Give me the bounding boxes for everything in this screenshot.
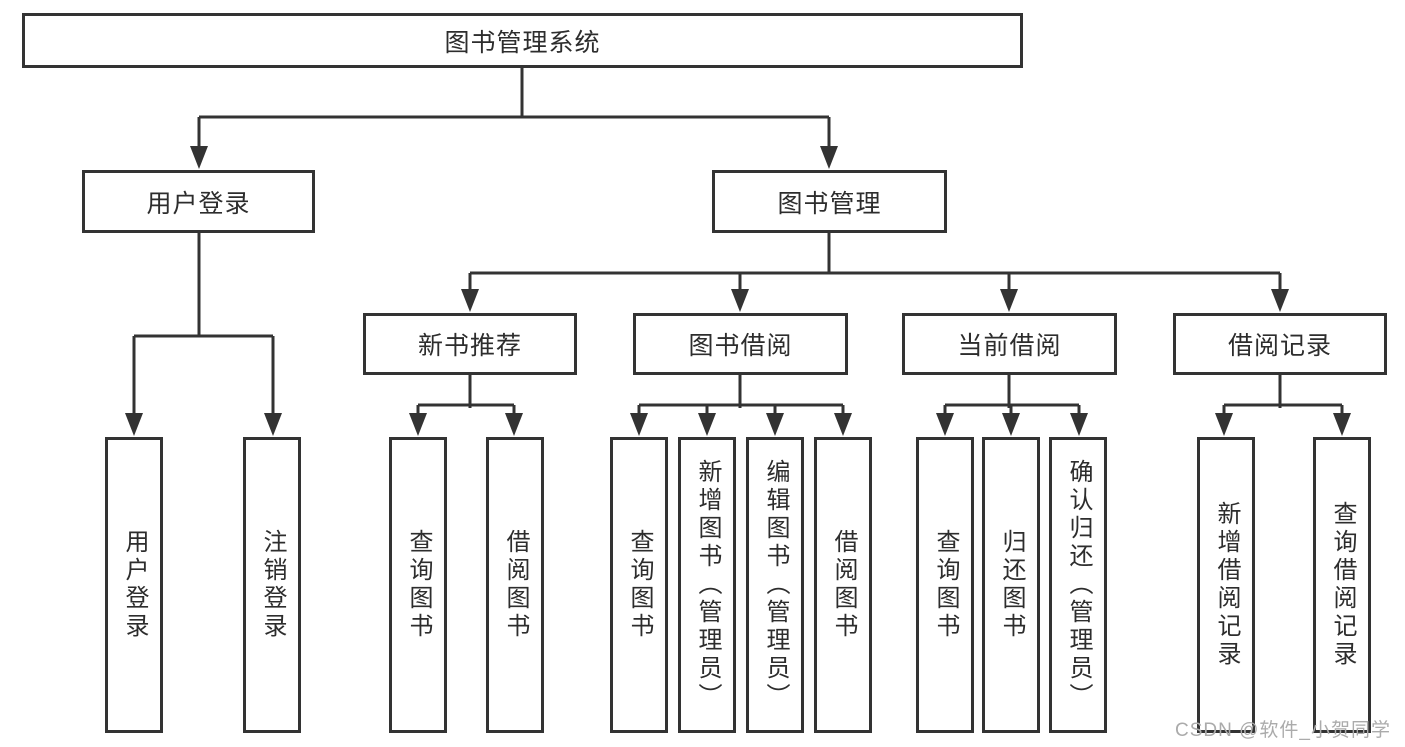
leaf-query-books-borrow-label: 查询图书 — [626, 529, 653, 641]
leaf-query-books-current-label: 查询图书 — [932, 529, 959, 641]
node-new-book-recommend-label: 新书推荐 — [417, 332, 522, 360]
node-root: 图书管理系统 — [22, 13, 1023, 68]
node-new-book-recommend: 新书推荐 — [363, 313, 577, 375]
node-root-label: 图书管理系统 — [444, 28, 601, 57]
leaf-add-books-admin-label: 新增图书（管理员） — [694, 459, 721, 711]
node-current-borrowing-label: 当前借阅 — [957, 332, 1062, 360]
node-user-login-label: 用户登录 — [146, 189, 251, 218]
leaf-query-books-recommend-label: 查询图书 — [405, 529, 432, 641]
leaf-query-borrow-record: 查询借阅记录 — [1313, 437, 1371, 733]
leaf-edit-books-admin: 编辑图书（管理员） — [746, 437, 804, 733]
node-borrowing-records: 借阅记录 — [1173, 313, 1387, 375]
node-current-borrowing: 当前借阅 — [902, 313, 1117, 375]
leaf-confirm-return-admin: 确认归还（管理员） — [1049, 437, 1107, 733]
leaf-add-books-admin: 新增图书（管理员） — [678, 437, 736, 733]
leaf-query-books-current: 查询图书 — [916, 437, 974, 733]
leaf-query-books-borrow: 查询图书 — [610, 437, 668, 733]
leaf-return-books: 归还图书 — [982, 437, 1040, 733]
leaf-return-books-label: 归还图书 — [998, 529, 1025, 641]
leaf-borrow-books-recommend-label: 借阅图书 — [502, 529, 529, 641]
node-book-management-label: 图书管理 — [777, 189, 882, 218]
leaf-edit-books-admin-label: 编辑图书（管理员） — [762, 459, 789, 711]
leaf-logout-label: 注销登录 — [259, 529, 286, 641]
leaf-confirm-return-admin-label: 确认归还（管理员） — [1065, 459, 1092, 711]
csdn-watermark: CSDN @软件_小贺同学 — [1175, 720, 1391, 741]
leaf-add-borrow-record-label: 新增借阅记录 — [1213, 501, 1240, 669]
leaf-logout: 注销登录 — [243, 437, 301, 733]
node-borrowing-records-label: 借阅记录 — [1227, 332, 1332, 360]
leaf-borrow-books-recommend: 借阅图书 — [486, 437, 544, 733]
leaf-borrow-books-borrow-label: 借阅图书 — [830, 529, 857, 641]
leaf-query-borrow-record-label: 查询借阅记录 — [1329, 501, 1356, 669]
node-book-management: 图书管理 — [712, 170, 947, 233]
leaf-user-login: 用户登录 — [105, 437, 163, 733]
node-user-login: 用户登录 — [82, 170, 315, 233]
leaf-user-login-label: 用户登录 — [121, 529, 148, 641]
node-book-borrowing-label: 图书借阅 — [688, 332, 793, 360]
leaf-add-borrow-record: 新增借阅记录 — [1197, 437, 1255, 733]
node-book-borrowing: 图书借阅 — [633, 313, 848, 375]
leaf-borrow-books-borrow: 借阅图书 — [814, 437, 872, 733]
leaf-query-books-recommend: 查询图书 — [389, 437, 447, 733]
